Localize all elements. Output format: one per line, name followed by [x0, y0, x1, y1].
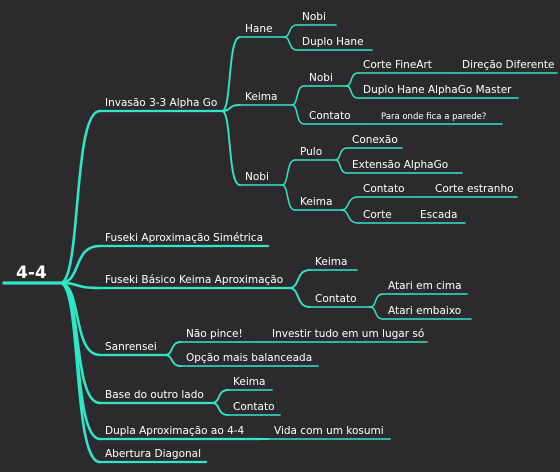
node-vida-com-um-kosumi: Vida com um kosumi [274, 425, 384, 437]
node-keima: Keima [300, 196, 332, 208]
node-pulo: Pulo [300, 146, 322, 158]
node-fuseki-basico-keima-aproximacao: Fuseki Básico Keima Aproximação [105, 274, 283, 286]
node-sanrensei: Sanrensei [105, 341, 157, 353]
node-corte-fineart: Corte FineArt [363, 59, 432, 71]
connector-b3-c0 [164, 341, 182, 356]
node-invasao-3-3-alpha-go: Invasão 3-3 Alpha Go [105, 97, 217, 109]
node-nao-pince: Não pince! [186, 328, 243, 340]
connector-b2-c1-c0 [369, 293, 384, 308]
connector-b4-c1 [211, 402, 229, 416]
connector-b0-c0-c0 [283, 24, 298, 38]
connector-b0-c2-c0 [281, 159, 296, 186]
connector-b0-c1 [221, 104, 241, 112]
node-extensao-alphago: Extensão AlphaGo [352, 159, 448, 171]
connector-b2-c1-c1 [369, 306, 384, 320]
node-keima: Keima [233, 376, 265, 388]
connector-b0-c2 [221, 110, 241, 186]
node-opcao-mais-balanceada: Opção mais balanceada [186, 352, 312, 364]
node-keima: Keima [315, 256, 347, 268]
connector-lines [58, 24, 458, 464]
node-atari-em-cima: Atari em cima [388, 280, 462, 292]
connector-b2-c0 [288, 269, 311, 289]
node-nobi: Nobi [245, 171, 269, 183]
node-contato: Contato [309, 110, 351, 122]
node-escada: Escada [420, 209, 457, 221]
node-base-do-outro-lado: Base do outro lado [105, 389, 204, 401]
node-corte: Corte [363, 209, 392, 221]
node-underlines [2, 24, 558, 464]
connector-b3 [58, 281, 102, 357]
connector-b0-c2-c1 [281, 184, 296, 211]
connector-b0-c2-c0-c0 [334, 147, 348, 161]
node-corte-estranho: Corte estranho [435, 183, 514, 195]
node-atari-embaixo: Atari embaixo [388, 305, 461, 317]
connector-b0 [58, 109, 102, 285]
node-abertura-diagonal: Abertura Diagonal [105, 448, 201, 460]
node-nobi: Nobi [302, 11, 326, 23]
connector-b0-c1-c1 [291, 104, 305, 125]
connector-b3-c1 [164, 354, 182, 367]
connector-b0-c2-c0-c1 [334, 159, 348, 174]
node-duplo-hane-alphago-master: Duplo Hane AlphaGo Master [363, 84, 512, 96]
connector-b0-c0 [221, 36, 241, 112]
node-contato: Contato [233, 401, 275, 413]
node-contato: Contato [363, 183, 405, 195]
node-4-4: 4-4 [16, 263, 47, 283]
node-duplo-hane: Duplo Hane [302, 36, 364, 48]
connector-b0-c1-c0-c0 [345, 72, 359, 87]
connector-b0-c2-c1-c1 [340, 209, 359, 224]
connector-b4-c0 [211, 389, 229, 404]
node-conexao: Conexão [352, 134, 398, 146]
connector-b0-c2-c1-c0 [340, 196, 359, 211]
node-direcao-diferente: Direção Diferente [462, 59, 554, 71]
node-hane: Hane [245, 23, 272, 35]
connector-b6 [58, 281, 102, 464]
node-fuseki-aproximacao-simetrica: Fuseki Aproximação Simétrica [105, 232, 263, 244]
node-investir-tudo-em-um-lugar-so: Investir tudo em um lugar só [272, 328, 424, 340]
connector-b2-c1 [288, 287, 311, 308]
connector-b0-c0-c1 [283, 36, 298, 51]
node-para-onde-fica-a-parede: Para onde fica a parede? [381, 112, 486, 122]
node-nobi: Nobi [309, 72, 333, 84]
connector-b0-c1-c0 [291, 85, 305, 106]
node-keima: Keima [245, 91, 277, 103]
node-contato: Contato [315, 293, 357, 305]
node-dupla-aproximacao-ao-4-4: Dupla Aproximação ao 4-4 [105, 425, 245, 437]
connector-b0-c1-c0-c1 [345, 85, 359, 99]
